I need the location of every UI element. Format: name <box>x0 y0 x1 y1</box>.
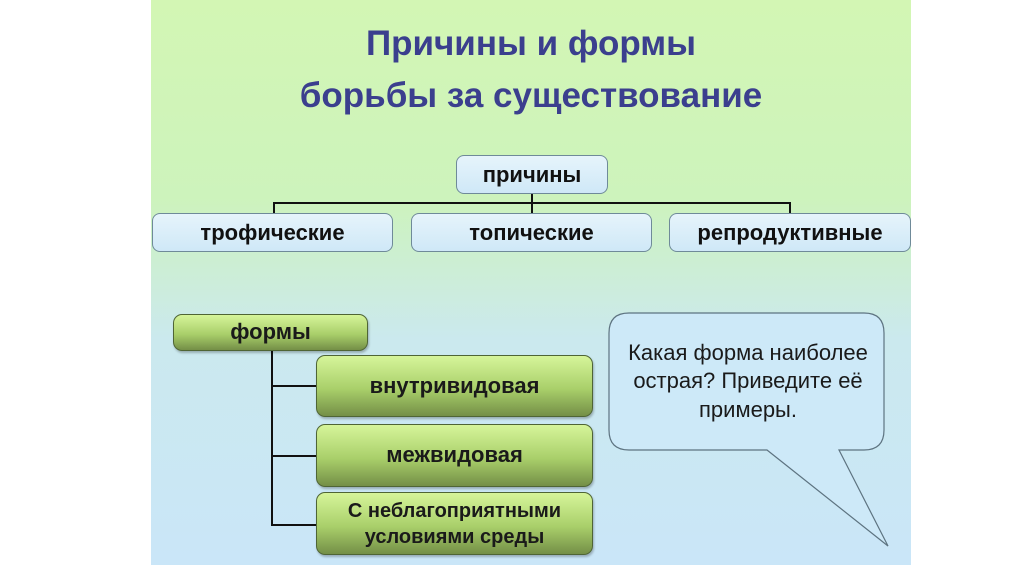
connector <box>271 351 273 526</box>
form-environment-box: С неблагоприятными условиями среды <box>316 492 593 555</box>
cause-trophic-box: трофические <box>152 213 393 252</box>
form-intraspecific-box: внутривидовая <box>316 355 593 417</box>
connector <box>273 202 791 204</box>
connector <box>273 202 275 213</box>
connector <box>271 455 316 457</box>
speech-bubble-icon <box>608 312 889 547</box>
callout-question: Какая форма наиболее острая? Приведите е… <box>628 340 868 422</box>
cause-reproductive-box: репродуктивные <box>669 213 911 252</box>
causes-root-box: причины <box>456 155 608 194</box>
title-line-2: борьбы за существование <box>299 76 763 115</box>
title-line-1: Причины и формы <box>365 24 697 63</box>
connector <box>271 385 316 387</box>
connector <box>271 524 316 526</box>
connector <box>789 202 791 213</box>
forms-root-box: формы <box>173 314 368 351</box>
form-interspecific-box: межвидовая <box>316 424 593 487</box>
cause-topical-box: топические <box>411 213 652 252</box>
slide: Причины и формы борьбы за существование … <box>151 0 911 565</box>
